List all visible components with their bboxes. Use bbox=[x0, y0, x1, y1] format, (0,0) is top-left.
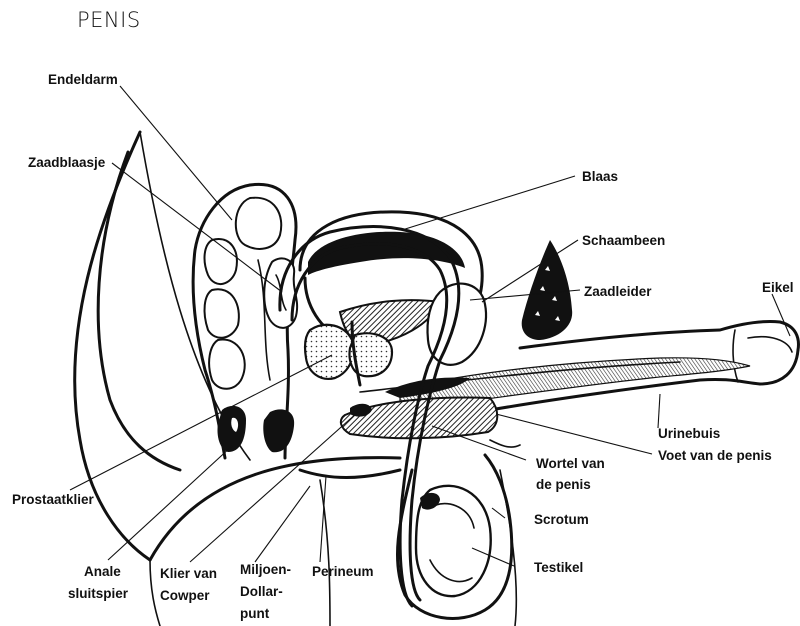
label-anale-sluitspier-line1: Anale bbox=[84, 564, 121, 579]
label-voet-van-de-penis: Voet van de penis bbox=[658, 448, 772, 463]
label-anale-sluitspier-line2: sluitspier bbox=[68, 586, 129, 601]
penis-shaft bbox=[341, 321, 799, 438]
label-prostaatklier: Prostaatklier bbox=[12, 492, 95, 507]
label-testikel: Testikel bbox=[534, 560, 583, 575]
label-blaas: Blaas bbox=[582, 169, 618, 184]
label-miljoen-dollar-punt-line2: Dollar- bbox=[240, 584, 283, 599]
label-wortel-van-de-penis-line2: de penis bbox=[536, 477, 591, 492]
label-klier-van-cowper-line2: Cowper bbox=[160, 588, 210, 603]
pubic-hair bbox=[522, 240, 572, 340]
anal-sphincter bbox=[217, 406, 294, 452]
label-klier-van-cowper-line1: Klier van bbox=[160, 566, 217, 581]
label-urinebuis: Urinebuis bbox=[658, 426, 720, 441]
label-miljoen-dollar-punt-line1: Miljoen- bbox=[240, 562, 291, 577]
label-wortel-van-de-penis-line1: Wortel van bbox=[536, 456, 605, 471]
label-miljoen-dollar-punt-line3: punt bbox=[240, 606, 270, 621]
label-zaadleider: Zaadleider bbox=[584, 284, 652, 299]
label-perineum: Perineum bbox=[312, 564, 374, 579]
label-schaambeen: Schaambeen bbox=[582, 233, 665, 248]
label-eikel: Eikel bbox=[762, 280, 794, 295]
label-zaadblaasje: Zaadblaasje bbox=[28, 155, 106, 170]
label-endeldarm: Endeldarm bbox=[48, 72, 118, 87]
label-scrotum: Scrotum bbox=[534, 512, 589, 527]
pubic-bone bbox=[428, 284, 486, 365]
